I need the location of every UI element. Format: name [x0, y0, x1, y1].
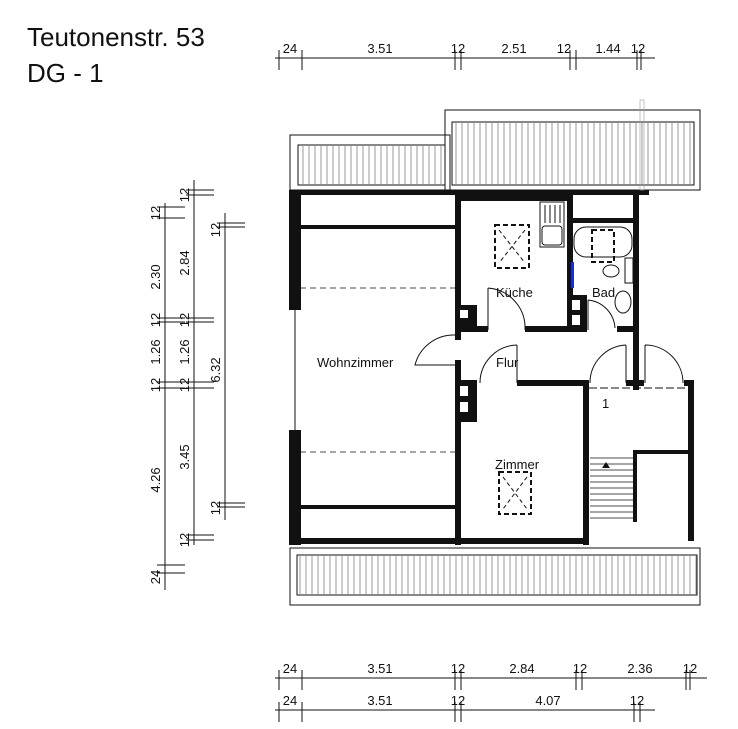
- dim-label: 2.36: [627, 661, 652, 676]
- dim-label: 2.30: [148, 264, 163, 289]
- dim-label: 12: [451, 661, 465, 676]
- dim-label: 2.84: [177, 250, 192, 275]
- dimension-bottom-1: 24 3.51 12 2.84 12 2.36 12: [283, 661, 697, 676]
- room-label-wohnzimmer: Wohnzimmer: [317, 355, 394, 370]
- dim-label: 12: [208, 223, 223, 237]
- dim-label: 12: [177, 188, 192, 202]
- room-label-zimmer: Zimmer: [495, 457, 540, 472]
- dimension-top: 24 3.51 12 2.51 12 1.44 12: [283, 41, 645, 56]
- balcony-bottom: [289, 547, 701, 606]
- walls: [289, 99, 694, 545]
- dimension-left-c: 12 6.32 12: [208, 223, 223, 515]
- stair-arrow-icon: [602, 462, 610, 480]
- balcony-top: [289, 109, 701, 191]
- dim-label: 1.44: [595, 41, 620, 56]
- dim-label: 12: [177, 378, 192, 392]
- dim-label: 1.26: [148, 339, 163, 364]
- dimension-bottom-2: 24 3.51 12 4.07 12: [283, 693, 644, 708]
- dim-label: 24: [283, 693, 297, 708]
- room-label-kueche: Küche: [496, 285, 533, 300]
- dim-label: 24: [283, 41, 297, 56]
- dimension-left-a: 12 2.30 12 1.26 12 4.26 24: [148, 206, 163, 584]
- dim-label: 3.51: [367, 693, 392, 708]
- skylight-kitchen: [494, 224, 530, 269]
- address-title: Teutonenstr. 53: [27, 22, 205, 52]
- dim-label: 12: [557, 41, 571, 56]
- toilet-icon: [602, 257, 634, 284]
- kitchen-sink-icon: [539, 201, 565, 248]
- floor-title: DG - 1: [27, 58, 104, 88]
- dim-label: 24: [148, 570, 163, 584]
- dim-label: 4.26: [148, 467, 163, 492]
- skylight-bath: [591, 229, 615, 263]
- skylight-zimmer: [498, 471, 532, 515]
- dim-label: 6.32: [208, 357, 223, 382]
- dimension-left-b: 12 2.84 12 1.26 12 3.45 12: [177, 188, 192, 547]
- dim-label: 12: [573, 661, 587, 676]
- room-label-flur: Flur: [496, 355, 519, 370]
- dim-label: 12: [177, 313, 192, 327]
- dim-label: 12: [451, 693, 465, 708]
- dim-label: 12: [208, 501, 223, 515]
- dim-label: 12: [683, 661, 697, 676]
- dim-label: 3.45: [177, 444, 192, 469]
- dim-label: 12: [148, 313, 163, 327]
- dim-label: 1.26: [177, 339, 192, 364]
- dim-label: 12: [631, 41, 645, 56]
- radiator-icon: [571, 262, 574, 288]
- dim-label: 2.84: [509, 661, 534, 676]
- dim-label: 2.51: [501, 41, 526, 56]
- dim-label: 4.07: [535, 693, 560, 708]
- washbasin-icon: [614, 290, 632, 314]
- bathtub-icon: [573, 226, 633, 258]
- dim-label: 12: [148, 206, 163, 220]
- dim-label: 12: [148, 378, 163, 392]
- dim-label: 12: [630, 693, 644, 708]
- dimension-lines: [157, 50, 707, 722]
- stair-marker: 1: [602, 396, 609, 411]
- roof-slope-lines: [300, 287, 455, 453]
- dim-label: 3.51: [367, 41, 392, 56]
- doors: [414, 287, 688, 389]
- room-label-bad: Bad: [592, 285, 615, 300]
- dim-label: 3.51: [367, 661, 392, 676]
- dim-label: 12: [451, 41, 465, 56]
- dim-label: 12: [177, 533, 192, 547]
- dim-label: 24: [283, 661, 297, 676]
